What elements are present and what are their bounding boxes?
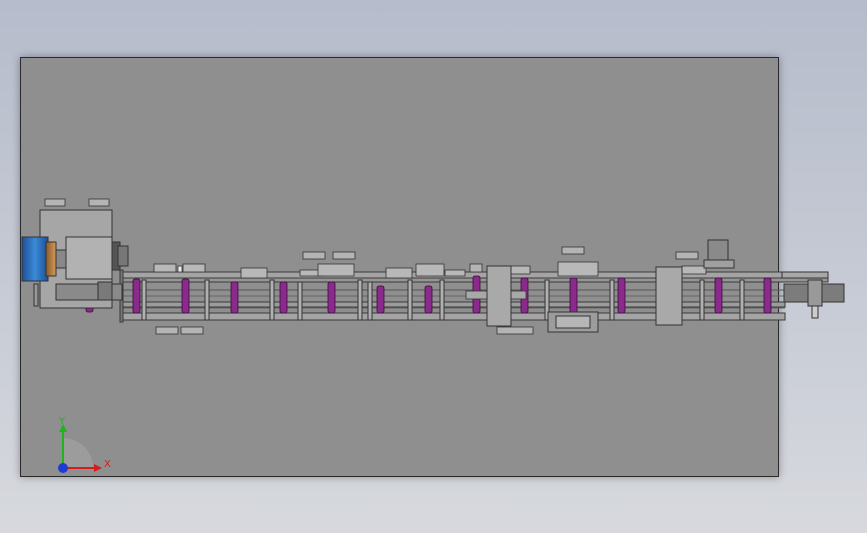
triad-plane — [63, 438, 93, 468]
block — [385, 267, 413, 279]
drawing-sheet[interactable] — [20, 57, 779, 477]
bracket — [569, 277, 578, 314]
bolt-pad — [44, 198, 66, 207]
bolt-pad — [496, 326, 534, 335]
motor — [21, 236, 49, 282]
bolt-pad — [180, 326, 204, 335]
tensioner-base — [703, 259, 735, 269]
bracket — [617, 277, 626, 314]
bolt-pad — [155, 326, 179, 335]
y-axis-arrowhead — [59, 424, 67, 432]
middle-rail — [119, 301, 786, 308]
post — [739, 279, 745, 321]
bolt-pad — [675, 251, 699, 260]
block — [415, 263, 445, 277]
tail-assembly — [703, 239, 845, 319]
bracket — [132, 278, 141, 314]
block — [153, 263, 177, 273]
block — [557, 261, 599, 277]
block — [444, 269, 466, 277]
bracket — [230, 281, 239, 314]
bottom-rail — [119, 312, 786, 321]
bottom-block-inner — [555, 315, 591, 329]
bracket — [376, 285, 385, 314]
bolt-pad — [469, 263, 483, 273]
orientation-triad[interactable]: Y X — [58, 416, 111, 473]
support-brackets — [85, 275, 772, 314]
post — [269, 279, 275, 321]
frame-posts — [141, 279, 745, 321]
tail-rail — [781, 271, 829, 279]
drive-pulley — [97, 281, 113, 301]
x-axis-label: X — [104, 459, 111, 470]
post — [141, 279, 147, 321]
bolt-pad — [302, 251, 326, 260]
x-axis-arrowhead — [94, 464, 102, 472]
post — [357, 279, 363, 321]
motor-shaft-housing — [55, 249, 67, 269]
bolt-pad — [561, 246, 585, 255]
post — [544, 279, 550, 321]
bracket — [279, 281, 288, 314]
bracket — [763, 277, 772, 314]
bolt-pads — [44, 198, 699, 335]
z-axis-dot — [58, 463, 68, 473]
block — [317, 263, 355, 277]
gearbox — [65, 236, 113, 280]
bolt-pad — [332, 251, 356, 260]
bracket — [424, 285, 433, 314]
tail-pin — [811, 305, 819, 319]
motor-hub — [45, 241, 57, 277]
block-marker — [177, 265, 183, 273]
drive-assembly — [21, 209, 129, 309]
side-plate-right — [655, 266, 683, 326]
post — [699, 279, 705, 321]
post — [297, 281, 303, 321]
tail-shaft — [807, 279, 823, 307]
bracket — [327, 281, 336, 314]
post — [439, 279, 445, 321]
post — [609, 279, 615, 321]
post — [407, 279, 413, 321]
block — [240, 267, 268, 279]
side-plate-center — [486, 265, 512, 327]
block — [681, 265, 707, 275]
pulley — [117, 245, 129, 267]
bracket — [181, 278, 190, 314]
side-plates — [486, 265, 683, 333]
block — [182, 263, 206, 273]
y-axis-label: Y — [58, 416, 66, 427]
mount-tab — [33, 283, 39, 307]
post — [204, 279, 210, 321]
bolt-pad — [88, 198, 110, 207]
tensioner — [707, 239, 729, 261]
post — [367, 281, 373, 321]
bracket — [714, 277, 723, 314]
